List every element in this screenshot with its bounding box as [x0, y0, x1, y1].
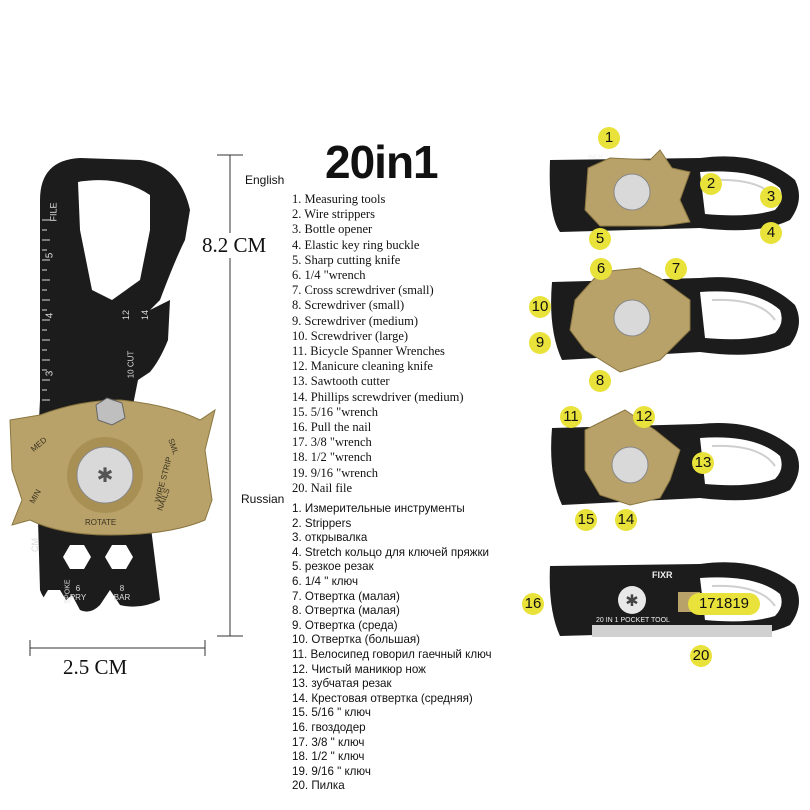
- list-item: 18. 1/2 "wrench: [292, 450, 372, 465]
- engraving-bar: 8 BAR: [113, 584, 131, 602]
- list-item: 14. Phillips screwdriver (medium): [292, 389, 464, 404]
- list-item: 18. 1/2 " ключ: [292, 750, 365, 764]
- list-item: 3. открывалка: [292, 531, 368, 545]
- list-item: 17. 3/8 " ключ: [292, 735, 365, 749]
- list-item: 19. 9/16 "wrench: [292, 465, 378, 480]
- callout-9: 9: [529, 332, 551, 354]
- list-item: 11. Велосипед говорил гаечный ключ: [292, 647, 492, 661]
- list-item: 7. Cross screwdriver (small): [292, 283, 434, 298]
- list-item: 12. Чистый маникюр нож: [292, 662, 426, 676]
- list-item: 11. Bicycle Spanner Wrenches: [292, 344, 445, 359]
- list-item: 16. гвоздодер: [292, 720, 366, 734]
- engraving-pry: 6 PRY: [69, 584, 87, 602]
- callout-2: 2: [700, 173, 722, 195]
- tool-main-illustration: ✱: [9, 158, 216, 612]
- callout-1: 1: [598, 127, 620, 149]
- russian-heading: Russian: [241, 492, 285, 506]
- list-item: 9. Screwdriver (medium): [292, 313, 419, 328]
- list-item: 6. 1/4 "wrench: [292, 268, 366, 283]
- english-list: 1. Measuring tools 2. Wire strippers 3. …: [292, 192, 464, 496]
- height-label: 8.2 CM: [200, 233, 269, 258]
- list-item: 8. Отвертка (малая): [292, 604, 400, 618]
- page-title: 20in1: [325, 136, 439, 188]
- tool-view-3: [551, 409, 799, 506]
- callout-11: 11: [560, 406, 582, 428]
- list-item: 4. Stretch кольцо для ключей пряжки: [292, 545, 490, 559]
- list-item: 12. Manicure cleaning knife: [292, 359, 433, 374]
- callout-14: 14: [615, 509, 637, 531]
- list-item: 20. Пилка: [292, 779, 345, 793]
- list-item: 8. Screwdriver (small): [292, 298, 405, 313]
- callout-16: 16: [522, 593, 544, 615]
- list-item: 17. 3/8 "wrench: [292, 435, 372, 450]
- bolt-head: [95, 397, 126, 426]
- callout-15: 15: [575, 509, 597, 531]
- list-item: 10. Screwdriver (large): [292, 328, 409, 343]
- list-item: 4. Elastic key ring buckle: [292, 237, 420, 252]
- list-item: 1. Measuring tools: [292, 192, 386, 206]
- list-item: 5. Sharp cutting knife: [292, 252, 401, 267]
- engraving-rotate: ROTATE: [85, 518, 117, 527]
- callout-20: 20: [690, 645, 712, 667]
- list-item: 15. 5/16 "wrench: [292, 404, 378, 419]
- list-item: 16. Pull the nail: [292, 420, 372, 435]
- callout-3: 3: [760, 186, 782, 208]
- list-item: 1. Измерительные инструменты: [292, 502, 465, 515]
- svg-text:✱: ✱: [625, 591, 638, 610]
- list-item: 3. Bottle opener: [292, 222, 373, 237]
- list-item: 19. 9/16 " ключ: [292, 764, 371, 778]
- english-heading: English: [245, 173, 285, 187]
- callout-12: 12: [633, 406, 655, 428]
- callout-4: 4: [760, 222, 782, 244]
- list-item: 6. 1/4 " ключ: [292, 574, 359, 588]
- list-item: 2. Strippers: [292, 516, 352, 530]
- brand-label: FIXR: [652, 570, 673, 580]
- list-item: 2. Wire strippers: [292, 207, 375, 222]
- callout-7: 7: [665, 258, 687, 280]
- list-item: 15. 5/16 " ключ: [292, 706, 371, 720]
- inch-label: INCH: [588, 155, 603, 161]
- list-item: 13. Sawtooth cutter: [292, 374, 390, 389]
- list-item: 20. Nail file: [292, 480, 353, 495]
- callout-17-18-19: 171819: [688, 593, 760, 615]
- list-item: 14. Крестовая отвертка (средняя): [292, 691, 473, 705]
- width-label: 2.5 CM: [63, 655, 128, 679]
- callout-5: 5: [589, 228, 611, 250]
- list-item: 10. Отвертка (большая): [292, 633, 421, 647]
- list-item: 9. Отвертка (среда): [292, 618, 398, 632]
- callout-8: 8: [589, 370, 611, 392]
- tool-view-4: ✱: [549, 562, 799, 637]
- tool-view-2: [551, 267, 799, 373]
- callout-10: 10: [529, 296, 551, 318]
- callout-13: 13: [692, 452, 714, 474]
- svg-text:✱: ✱: [97, 463, 114, 487]
- list-item: 13. зубчатая резак: [292, 677, 392, 691]
- callout-6: 6: [590, 258, 612, 280]
- list-item: 7. Отвертка (малая): [292, 589, 400, 603]
- list-item: 5. резкое резак: [292, 560, 374, 574]
- pocket-tool-label: 20 IN 1 POCKET TOOL: [596, 617, 670, 624]
- russian-list: 1. Измерительные инструменты 2. Stripper…: [292, 502, 492, 794]
